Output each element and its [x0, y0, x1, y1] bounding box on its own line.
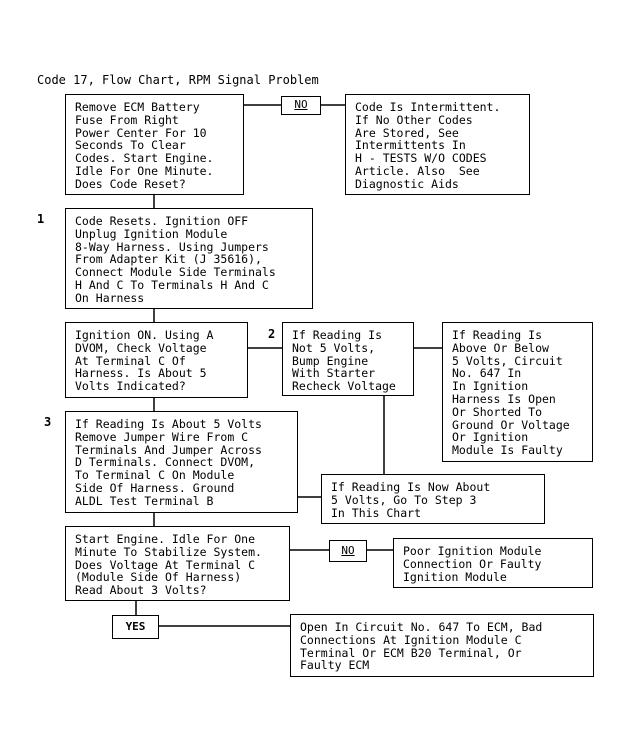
box-poor-ignition-module: Poor Ignition Module Connection Or Fault…	[393, 538, 593, 588]
chart-title: Code 17, Flow Chart, RPM Signal Problem	[37, 73, 319, 87]
box-step3-about-5-volts: If Reading Is About 5 Volts Remove Jumpe…	[65, 411, 298, 513]
box-circuit-open-or-shorted: If Reading Is Above Or Below 5 Volts, Ci…	[442, 322, 593, 462]
box-remove-ecm-fuse: Remove ECM Battery Fuse From Right Power…	[65, 94, 244, 195]
label-yes: YES	[112, 615, 159, 639]
step-number-2: 2	[268, 327, 276, 341]
step-number-1: 1	[37, 212, 45, 226]
step-number-3: 3	[44, 415, 52, 429]
box-step1-code-resets: Code Resets. Ignition OFF Unplug Ignitio…	[65, 208, 313, 309]
label-no-1: NO	[281, 96, 321, 115]
box-check-voltage: Ignition ON. Using A DVOM, Check Voltage…	[65, 322, 248, 398]
box-reading-now-5-volts: If Reading Is Now About 5 Volts, Go To S…	[321, 474, 545, 524]
label-no-2: NO	[329, 540, 367, 562]
box-start-engine: Start Engine. Idle For One Minute To Sta…	[65, 526, 290, 601]
box-step2-not-5-volts: If Reading Is Not 5 Volts, Bump Engine W…	[282, 322, 414, 396]
box-open-circuit-647: Open In Circuit No. 647 To ECM, Bad Conn…	[290, 614, 594, 677]
box-code-intermittent: Code Is Intermittent. If No Other Codes …	[345, 94, 530, 195]
